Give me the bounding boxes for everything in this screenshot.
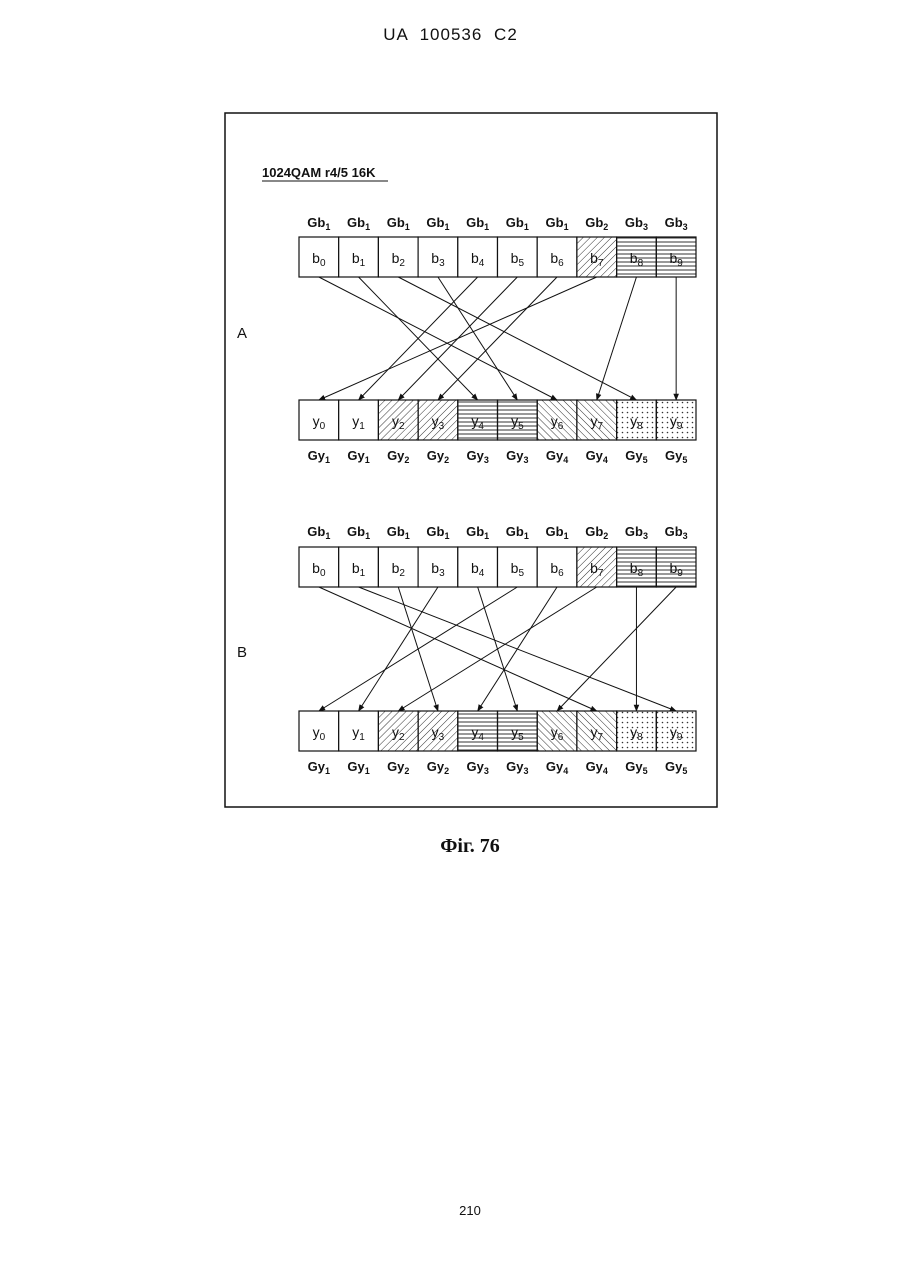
input-group-label: Gb1 bbox=[546, 524, 569, 541]
input-group-label: Gb3 bbox=[665, 215, 688, 232]
input-group-label: Gb3 bbox=[625, 215, 648, 232]
input-group-label: Gb3 bbox=[625, 524, 648, 541]
output-group-label: Gy3 bbox=[466, 448, 488, 465]
input-group-label: Gb1 bbox=[426, 524, 449, 541]
panel-label: A bbox=[237, 325, 247, 342]
input-group-label: Gb1 bbox=[506, 215, 529, 232]
output-group-label: Gy3 bbox=[506, 448, 528, 465]
mapping-arrow bbox=[398, 587, 597, 711]
input-group-label: Gb1 bbox=[387, 524, 410, 541]
output-group-label: Gy4 bbox=[586, 759, 608, 776]
input-group-label: Gb1 bbox=[307, 524, 330, 541]
mapping-arrow bbox=[478, 587, 557, 711]
input-group-label: Gb1 bbox=[466, 215, 489, 232]
output-group-label: Gy5 bbox=[665, 759, 687, 776]
input-group-label: Gb2 bbox=[585, 524, 608, 541]
page-number: 210 bbox=[0, 1203, 901, 1218]
panel-b: BGb1Gb1Gb1Gb1Gb1Gb1Gb1Gb2Gb3Gb3b0b1b2b3b… bbox=[237, 524, 696, 776]
input-group-label: Gb1 bbox=[426, 215, 449, 232]
output-group-label: Gy2 bbox=[387, 448, 409, 465]
input-group-label: Gb1 bbox=[546, 215, 569, 232]
mapping-arrow bbox=[438, 277, 517, 400]
panel-label: B bbox=[237, 644, 247, 661]
mapping-arrow bbox=[438, 277, 557, 400]
mapping-arrow bbox=[319, 587, 597, 711]
output-group-label: Gy1 bbox=[347, 448, 369, 465]
mapping-arrow bbox=[319, 277, 557, 400]
output-group-label: Gy4 bbox=[546, 448, 568, 465]
output-group-label: Gy2 bbox=[427, 448, 449, 465]
input-group-label: Gb1 bbox=[307, 215, 330, 232]
output-group-label: Gy1 bbox=[308, 448, 330, 465]
output-group-label: Gy3 bbox=[466, 759, 488, 776]
interleaver-panels: AGb1Gb1Gb1Gb1Gb1Gb1Gb1Gb2Gb3Gb3b0b1b2b3b… bbox=[237, 215, 696, 776]
mapping-arrow bbox=[319, 277, 597, 400]
output-group-label: Gy3 bbox=[506, 759, 528, 776]
mapping-arrow bbox=[319, 587, 517, 711]
output-group-label: Gy4 bbox=[586, 448, 608, 465]
output-group-label: Gy5 bbox=[665, 448, 687, 465]
output-group-label: Gy2 bbox=[427, 759, 449, 776]
input-group-label: Gb1 bbox=[466, 524, 489, 541]
input-group-label: Gb1 bbox=[387, 215, 410, 232]
output-group-label: Gy1 bbox=[308, 759, 330, 776]
mapping-arrow bbox=[557, 587, 676, 711]
figure-caption: Фіг. 76 bbox=[0, 835, 901, 858]
input-group-label: Gb2 bbox=[585, 215, 608, 232]
figure-title: 1024QAM r4/5 16K bbox=[262, 165, 376, 180]
panel-a: AGb1Gb1Gb1Gb1Gb1Gb1Gb1Gb2Gb3Gb3b0b1b2b3b… bbox=[237, 215, 696, 465]
output-group-label: Gy5 bbox=[625, 448, 647, 465]
input-group-label: Gb3 bbox=[665, 524, 688, 541]
output-group-label: Gy5 bbox=[625, 759, 647, 776]
output-group-label: Gy2 bbox=[387, 759, 409, 776]
input-group-label: Gb1 bbox=[347, 524, 370, 541]
output-group-label: Gy1 bbox=[347, 759, 369, 776]
output-group-label: Gy4 bbox=[546, 759, 568, 776]
input-group-label: Gb1 bbox=[506, 524, 529, 541]
mapping-arrow bbox=[398, 277, 636, 400]
mapping-arrow bbox=[597, 277, 637, 400]
input-group-label: Gb1 bbox=[347, 215, 370, 232]
mapping-arrow bbox=[359, 587, 438, 711]
